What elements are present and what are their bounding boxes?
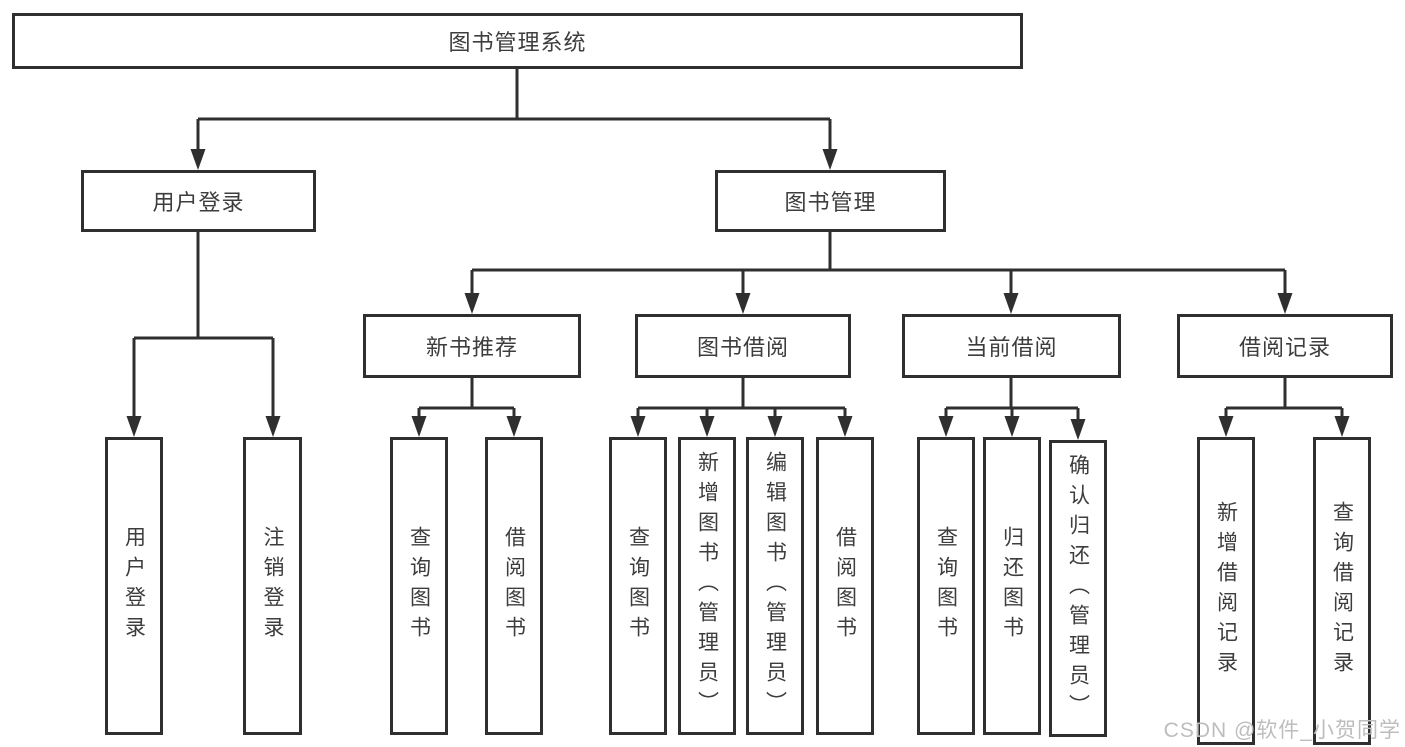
leaf-query-books-borrow: 查询图书: [609, 437, 667, 735]
arrowhead-icon: [464, 293, 480, 314]
node-current-borrowing: 当前借阅: [902, 314, 1121, 378]
leaf-add-books-admin: 新增图书（管理员）: [678, 437, 736, 735]
arrowhead-icon: [1334, 416, 1350, 437]
arrowhead-icon: [822, 149, 838, 170]
arrowhead-icon: [1004, 416, 1020, 437]
arrowhead-icon: [506, 416, 522, 437]
node-book-borrowing: 图书借阅: [635, 314, 851, 378]
leaf-add-borrow-record: 新增借阅记录: [1197, 437, 1255, 745]
leaf-logout: 注销登录: [243, 437, 302, 735]
node-book-management: 图书管理: [715, 170, 946, 232]
arrowhead-icon: [190, 149, 206, 170]
arrowhead-icon: [1277, 293, 1293, 314]
arrowhead-icon: [1070, 419, 1086, 440]
leaf-confirm-return-admin: 确认归还（管理员）: [1049, 440, 1107, 737]
connector-path: [132, 69, 1344, 436]
arrowhead-icon: [265, 416, 281, 437]
arrowhead-icon: [126, 416, 142, 437]
arrowhead-icon: [1218, 416, 1234, 437]
leaf-borrow-books-newbook: 借阅图书: [485, 437, 543, 735]
arrowhead-icon: [735, 293, 751, 314]
node-root: 图书管理系统: [12, 13, 1023, 69]
leaf-query-books-current: 查询图书: [917, 437, 975, 735]
arrowhead-icon: [767, 416, 783, 437]
node-borrow-records: 借阅记录: [1177, 314, 1393, 378]
leaf-edit-books-admin: 编辑图书（管理员）: [746, 437, 804, 735]
leaf-borrow-books-borrow: 借阅图书: [816, 437, 874, 735]
watermark: CSDN @软件_小贺同学: [1163, 719, 1401, 742]
arrowhead-icon: [837, 416, 853, 437]
node-user-login: 用户登录: [81, 170, 316, 232]
arrowhead-icon: [1003, 293, 1019, 314]
arrowhead-icon: [630, 416, 646, 437]
arrowhead-icon: [411, 416, 427, 437]
leaf-user-login: 用户登录: [105, 437, 163, 735]
leaf-return-books: 归还图书: [983, 437, 1041, 735]
node-new-book-recommend: 新书推荐: [363, 314, 581, 378]
leaf-query-borrow-record: 查询借阅记录: [1313, 437, 1371, 745]
arrowhead-icon: [699, 416, 715, 437]
arrowheads: [126, 149, 1350, 440]
arrowhead-icon: [938, 416, 954, 437]
leaf-query-books-newbook: 查询图书: [390, 437, 448, 735]
